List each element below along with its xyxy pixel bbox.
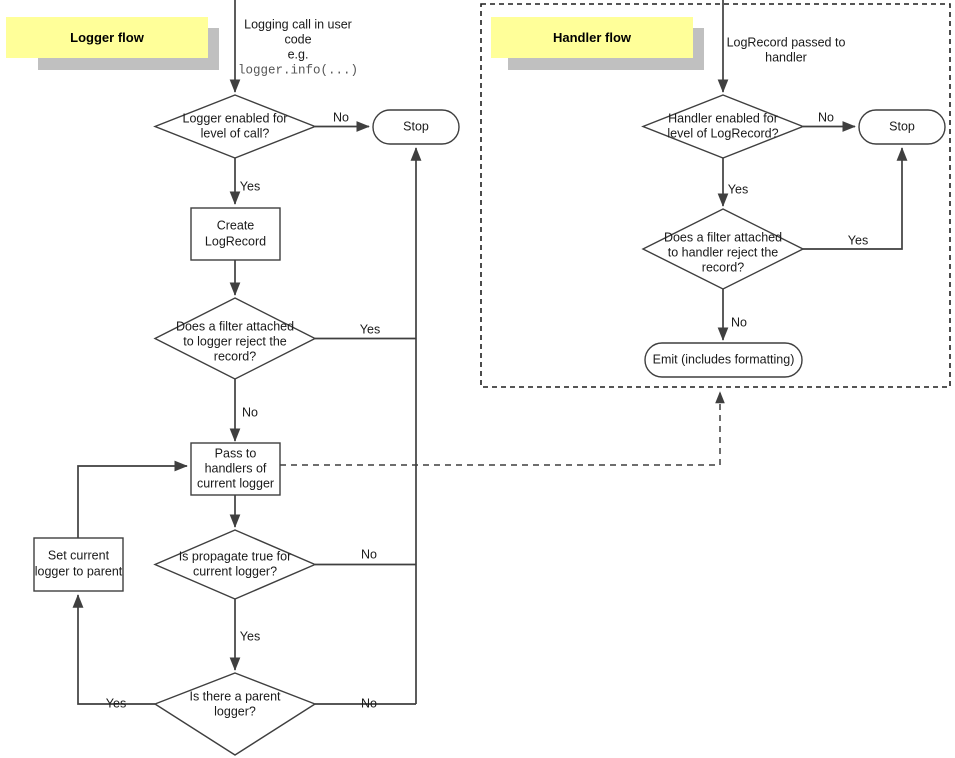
node-create-logrecord-line1: Create <box>217 218 255 232</box>
node-set-logger-parent-line2: logger to parent <box>35 564 123 578</box>
node-create-logrecord-line2: LogRecord <box>205 234 266 248</box>
node-handler-enabled: Handler enabled for level of LogRecord? <box>641 94 805 159</box>
handler-flow-banner-label: Handler flow <box>553 30 632 45</box>
handler-entry-caption-line2: handler <box>765 50 807 64</box>
logger-entry-caption-code: logger.info(...) <box>238 63 358 77</box>
node-is-propagate-line2: current logger? <box>193 564 277 578</box>
node-create-logrecord: Create LogRecord <box>190 207 281 261</box>
node-handler-stop-shape <box>858 109 946 145</box>
edge-label-has-parent-no: No <box>361 696 377 710</box>
node-handler-filter-line3: record? <box>702 260 744 274</box>
edge-label-logger-filter-yes: Yes <box>360 322 380 336</box>
edge-pass-to-handlers-to-handler-flow <box>280 391 725 466</box>
node-has-parent-line1: Is there a parent <box>189 689 281 703</box>
node-emit-shape <box>644 342 803 378</box>
handler-flow-banner-box <box>491 17 693 58</box>
logger-flow-banner-label: Logger flow <box>70 30 145 45</box>
node-handler-enabled-line2: level of LogRecord? <box>667 126 778 140</box>
edge-label-logger-enabled-yes: Yes <box>240 179 260 193</box>
node-logger-stop-label: Stop <box>403 119 429 133</box>
edge-label-logger-enabled-no: No <box>333 110 349 124</box>
edge-label-has-parent-yes: Yes <box>106 696 126 710</box>
node-emit-label: Emit (includes formatting) <box>653 352 795 366</box>
node-is-propagate: Is propagate true for current logger? <box>153 529 317 600</box>
handler-entry-caption: LogRecord passed to handler <box>727 35 846 64</box>
logger-entry-caption: Logging call in user code e.g. logger.in… <box>238 17 358 77</box>
logger-flow-banner: Logger flow <box>6 17 219 70</box>
edge-handler-filter-yes-to-stop <box>803 147 908 250</box>
node-pass-to-handlers-line1: Pass to <box>215 446 257 460</box>
node-handler-filter-line2: to handler reject the <box>668 245 779 259</box>
node-logger-stop: Stop <box>372 109 460 145</box>
handler-flow-banner: Handler flow <box>491 17 704 70</box>
node-handler-stop-label: Stop <box>889 119 915 133</box>
node-has-parent-line2: logger? <box>214 704 256 718</box>
node-has-parent-shape <box>153 672 317 756</box>
node-has-parent: Is there a parent logger? <box>153 672 317 756</box>
node-pass-to-handlers-shape <box>190 442 281 496</box>
node-pass-to-handlers: Pass to handlers of current logger <box>190 442 281 496</box>
node-handler-filter: Does a filter attached to handler reject… <box>641 208 805 290</box>
logger-entry-caption-line2: code <box>284 32 311 46</box>
node-emit: Emit (includes formatting) <box>644 342 803 378</box>
logger-flow-banner-box <box>6 17 208 58</box>
node-set-logger-parent-shape <box>33 537 124 592</box>
node-set-logger-parent: Set current logger to parent <box>33 537 124 592</box>
node-logger-filter-line2: to logger reject the <box>183 334 287 348</box>
node-create-logrecord-shape <box>190 207 281 261</box>
node-pass-to-handlers-line3: current logger <box>197 476 274 490</box>
node-logger-stop-shape <box>372 109 460 145</box>
node-handler-enabled-line1: Handler enabled for <box>668 111 778 125</box>
edge-label-is-propagate-yes: Yes <box>240 629 260 643</box>
edge-set-parent-to-pass-to-handlers <box>77 460 188 538</box>
node-logger-filter-line1: Does a filter attached <box>176 319 294 333</box>
logger-entry-caption-line1: Logging call in user <box>244 17 352 31</box>
edge-has-parent-yes-to-set-parent <box>72 594 155 705</box>
node-set-logger-parent-line1: Set current <box>48 548 110 562</box>
node-logger-enabled-line2: level of call? <box>201 126 270 140</box>
node-handler-filter-line1: Does a filter attached <box>664 230 782 244</box>
node-logger-enabled: Logger enabled for level of call? <box>153 94 317 159</box>
edge-label-handler-filter-no: No <box>731 315 747 329</box>
edge-label-handler-enabled-yes: Yes <box>728 182 748 196</box>
node-logger-filter-line3: record? <box>214 349 256 363</box>
logger-entry-caption-line3: e.g. <box>288 47 309 61</box>
node-logger-filter: Does a filter attached to logger reject … <box>153 297 317 380</box>
edge-label-is-propagate-no: No <box>361 547 377 561</box>
node-pass-to-handlers-line2: handlers of <box>205 461 267 475</box>
node-logger-enabled-line1: Logger enabled for <box>183 111 288 125</box>
edge-label-handler-enabled-no: No <box>818 110 834 124</box>
edge-label-logger-filter-no: No <box>242 405 258 419</box>
edge-label-handler-filter-yes: Yes <box>848 233 868 247</box>
handler-entry-caption-line1: LogRecord passed to <box>727 35 846 49</box>
handler-flow-group-border <box>480 3 951 388</box>
node-handler-stop: Stop <box>858 109 946 145</box>
node-is-propagate-line1: Is propagate true for <box>179 549 292 563</box>
